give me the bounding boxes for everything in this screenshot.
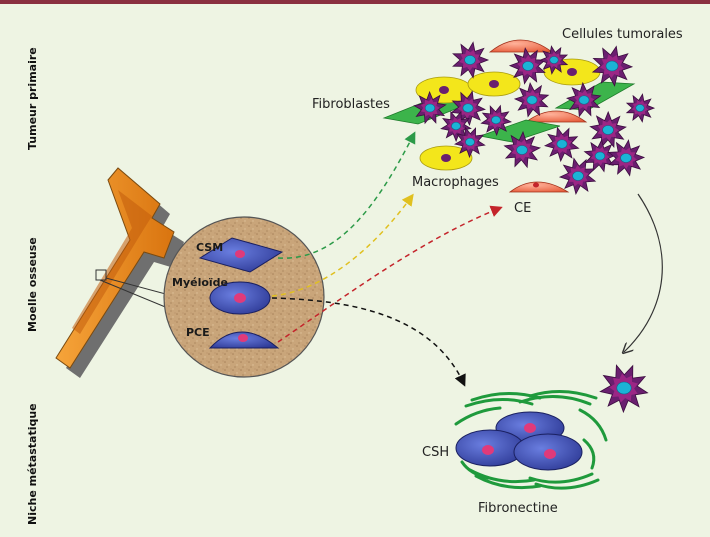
side-label-bone-marrow: Moelle osseuse [26,237,39,332]
csm-nucleus [235,250,245,258]
endothelial-cell [524,110,588,123]
arrow-myeloid-to-macrophages [271,193,414,297]
label-ec: CE [514,201,531,216]
tumor-cell [440,110,472,143]
tumor-cell [558,157,597,195]
tumor-cell [607,139,646,177]
arrow-pce-to-ec [277,205,503,343]
label-fibronectin: Fibronectine [478,501,558,516]
tumor-cell [452,41,490,79]
arrow-tumor-to-metastasis [624,193,663,352]
tumor-cell [503,130,541,169]
pce-nucleus [238,334,248,342]
tumor-cell [513,82,550,118]
tumor-cell [589,110,627,149]
csm-label: CSM [196,241,223,254]
tumor-cell [566,81,602,118]
label-macrophages: Macrophages [412,175,499,190]
side-label-primary-tumor: Tumeur primaire [26,47,39,150]
pce-label: PCE [186,326,210,339]
tumor-cell [508,47,547,85]
metastatic-niche-cluster [454,389,608,490]
label-tumor-cells: Cellules tumorales [562,27,683,42]
label-fibroblasts: Fibroblastes [312,97,390,112]
label-hsc: CSH [422,445,449,460]
tumor-cell [538,45,569,75]
tumor-cell [480,104,513,137]
myeloid-label: Myéloïde [172,276,228,289]
tumor-cell [591,45,634,87]
tumor-cells [413,41,656,195]
tumor-cell [599,364,649,414]
fibroblast-cell [478,119,561,143]
bone-illustration [55,167,193,378]
tumor-cell [454,126,486,159]
myeloid-nucleus [234,293,246,303]
arrow-myeloid-to-niche [271,297,466,387]
metastatic-tumor-cell [599,364,649,414]
tumor-cell [583,139,618,173]
tumor-cell [413,90,447,125]
arrow-csm-to-fibroblasts [277,131,416,259]
tumor-cell [543,126,580,163]
fibronectin-fibers [454,389,608,490]
tumor-cell [625,93,656,123]
marrow-inset: CSM Myéloïde PCE [163,216,325,378]
endothelial-cell-ec [508,181,570,193]
endothelial-cell [488,39,554,53]
top-border [0,0,710,4]
side-label-metastatic-niche: Niche métastatique [26,403,39,525]
